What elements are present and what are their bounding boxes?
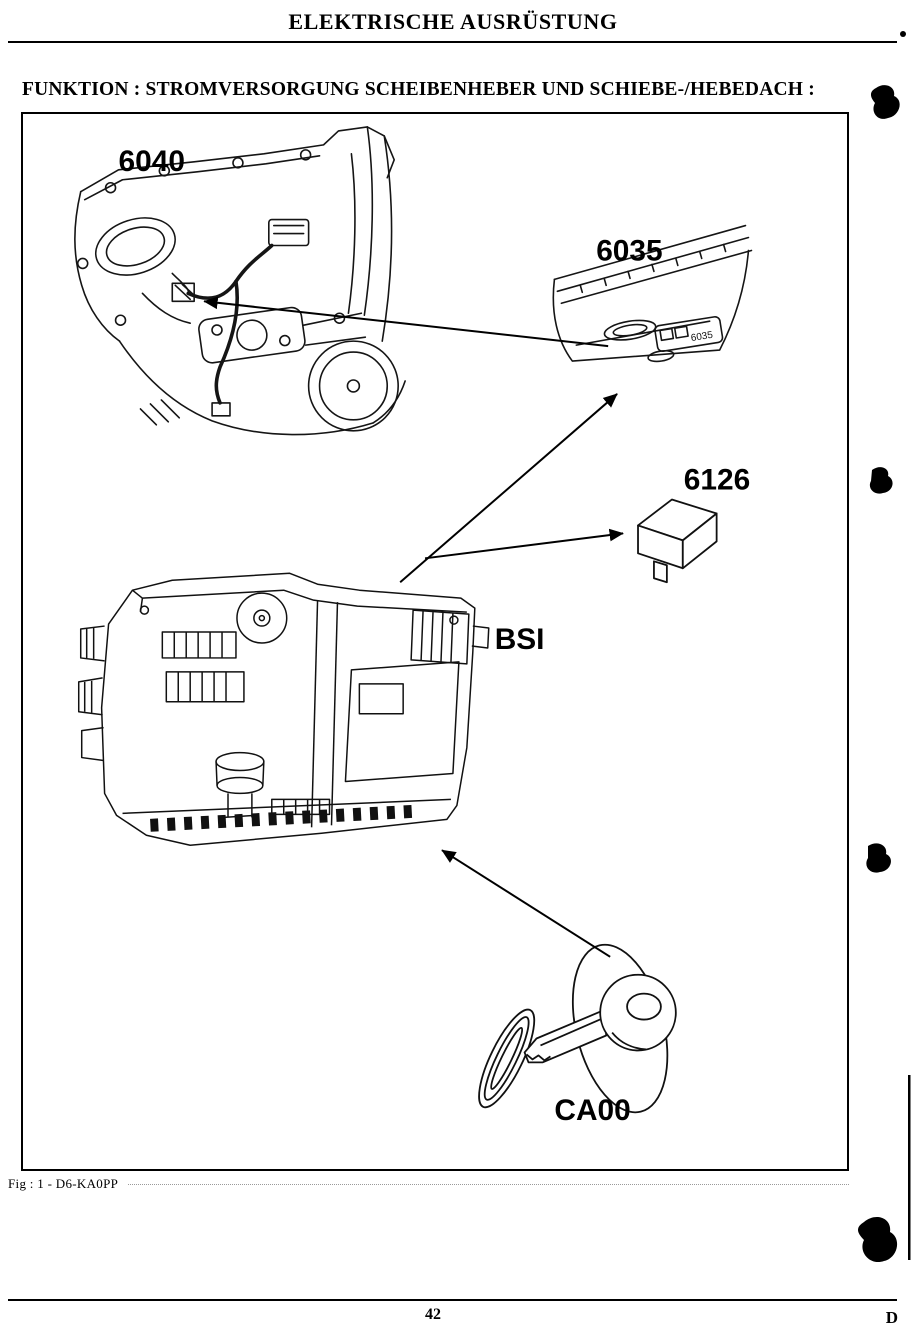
figure-caption: Fig : 1 - D6-KA0PP: [8, 1176, 119, 1191]
section-letter: D: [885, 1308, 898, 1327]
footer-rule: [8, 1299, 897, 1301]
door-mechanism-drawing: [74, 126, 406, 436]
figure-labels: 6040 6035 6126 BSI CA00: [119, 145, 751, 1127]
label-6126: 6126: [684, 464, 750, 497]
arrow-panel-to-harness: [203, 296, 609, 348]
arrow-bsi-to-relay: [424, 528, 624, 560]
page-number: 42: [425, 1306, 441, 1323]
key-drawing: [478, 943, 677, 1114]
label-bsi: BSI: [495, 623, 545, 656]
bsi-unit-drawing: [77, 572, 490, 846]
window-switch: [654, 315, 724, 353]
wiring-figure: 6035: [74, 126, 753, 1127]
arrow-bsi-to-panel: [399, 393, 618, 583]
header-rule: [8, 41, 897, 43]
relay-drawing: [637, 498, 718, 584]
figure-arrows: [203, 296, 624, 958]
label-6040: 6040: [119, 145, 185, 178]
caption-rule: [128, 1184, 849, 1185]
figure-frame: 6035: [21, 112, 849, 1171]
door-panel-drawing: 6035: [552, 224, 753, 363]
switch-inset-label: 6035: [690, 330, 714, 344]
label-6035: 6035: [596, 234, 662, 267]
label-ca00: CA00: [554, 1094, 630, 1127]
figure-caption-row: Fig : 1 - D6-KA0PP: [8, 1176, 849, 1192]
page-title: ELEKTRISCHE AUSRÜSTUNG: [288, 9, 618, 34]
arrow-key-to-bsi: [441, 849, 611, 958]
function-heading: FUNKTION : STROMVERSORGUNG SCHEIBENHEBER…: [22, 79, 815, 100]
